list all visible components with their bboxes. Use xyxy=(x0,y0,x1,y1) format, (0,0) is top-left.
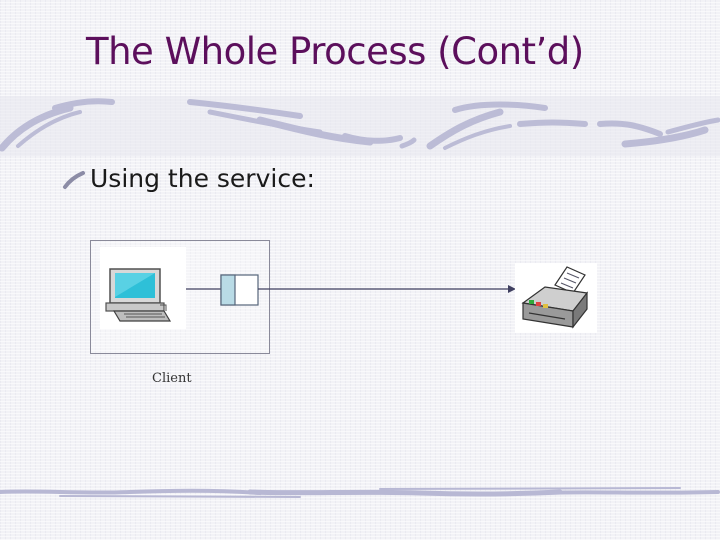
arrowhead-icon xyxy=(508,285,516,293)
printer-icon xyxy=(515,263,597,333)
computer-icon xyxy=(100,247,186,329)
client-label: Client xyxy=(152,371,192,386)
bottom-decoration-band xyxy=(0,487,720,498)
slide-title: The Whole Process (Cont’d) xyxy=(86,30,584,73)
bullet-text: Using the service: xyxy=(90,163,315,193)
title-decoration-band xyxy=(0,96,720,156)
bullet-item: Using the service: xyxy=(62,163,315,193)
brush-stroke-bullet-icon xyxy=(63,171,85,189)
